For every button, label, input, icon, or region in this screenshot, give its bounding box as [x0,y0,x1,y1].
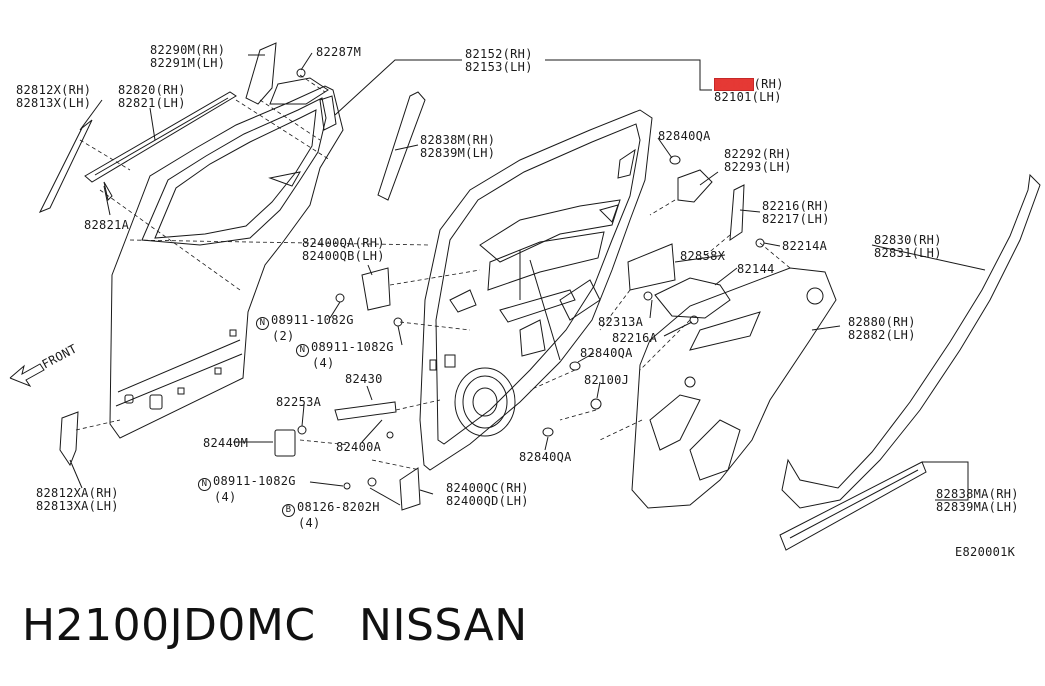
label-82100: 82100(RH) 82101(LH) [714,78,784,104]
bolt-1-qty: (2) [272,329,295,343]
bolt-2-symbol: N [296,344,309,357]
bolt-4-qty: (4) [298,516,321,530]
bolt-2-qty: (4) [312,356,335,370]
label-82838m-lh: 82839M(LH) [420,146,496,160]
label-82400qc-rh: 82400QC(RH) [446,481,529,495]
diagram-drawing [0,0,1045,590]
label-82313a: 82313A [598,315,644,329]
label-82812x: 82812X(RH) 82813X(LH) [16,84,91,110]
label-82430: 82430 [345,372,383,386]
parts-diagram: 82290M(RH) 82291M(LH) 82287M 82812X(RH) … [0,0,1045,590]
door-outer-panel [110,86,343,438]
label-82152: 82152(RH) 82153(LH) [465,48,533,74]
label-82840qa-top: 82840QA [658,129,711,143]
label-82216-lh: 82217(LH) [762,212,830,226]
label-82400qc: 82400QC(RH) 82400QD(LH) [446,482,529,508]
label-82292-rh: 82292(RH) [724,147,792,161]
door-inner-frame [420,110,652,470]
leader-lines [70,53,985,505]
label-82216a: 82216A [612,331,658,345]
label-82820-rh: 82820(RH) [118,83,186,97]
label-82292: 82292(RH) 82293(LH) [724,148,792,174]
bolt-4-number: 08126-8202H [297,500,380,514]
label-82152-rh: 82152(RH) [465,47,533,61]
label-82838ma: 82838MA(RH) 82839MA(LH) [936,488,1019,514]
label-82400qd-lh: 82400QD(LH) [446,494,529,508]
label-82830-lh: 82831(LH) [874,246,942,260]
label-82290m-rh: 82290M(RH) [150,43,226,57]
label-82858x: 82858X [680,249,726,263]
label-82216: 82216(RH) 82217(LH) [762,200,830,226]
label-82838ma-rh: 82838MA(RH) [936,487,1019,501]
belt-moulding [40,92,236,212]
label-82216-rh: 82216(RH) [762,199,830,213]
weatherstrip [782,175,1040,508]
label-82839ma-lh: 82839MA(LH) [936,500,1019,514]
label-82400qa-rh: 82400QA(RH) [302,236,385,250]
label-82838m: 82838M(RH) 82839M(LH) [420,134,495,160]
bolt-4-symbol: B [282,504,295,517]
label-82840qa-low: 82840QA [519,450,572,464]
glass-run-channel [378,92,425,200]
bolt-2-number: 08911-1082G [311,340,394,354]
label-82214a: 82214A [782,239,828,253]
label-82820: 82820(RH) 82821(LH) [118,84,186,110]
label-82290m: 82290M(RH) 82291M(LH) [150,44,225,70]
label-82440m: 82440M [203,436,249,450]
label-82292-lh: 82293(LH) [724,160,792,174]
bolt-3-number: 08911-1082G [213,474,296,488]
door-trim-panel [632,268,836,508]
sill-moulding [780,462,926,550]
label-82880: 82880(RH) 82882(LH) [848,316,916,342]
label-82290m-lh: 82291M(LH) [150,56,226,70]
bolt-1-symbol: N [256,317,269,330]
label-82812x-rh: 82812X(RH) [16,83,92,97]
diagram-reference-code: E820001K [955,545,1016,559]
pillar-garnish [246,43,328,104]
label-82144: 82144 [737,262,775,276]
bolt-3-qty: (4) [214,490,237,504]
front-arrow [10,364,44,386]
label-82253a: 82253A [276,395,322,409]
label-82400qb-lh: 82400QB(LH) [302,249,385,263]
misc-parts [275,156,764,510]
label-82152-lh: 82153(LH) [465,60,533,74]
bolt-3-symbol: N [198,478,211,491]
label-82820-lh: 82821(LH) [118,96,186,110]
label-82840qa-mid: 82840QA [580,346,633,360]
label-82821a: 82821A [84,218,130,232]
label-82101-lh: 82101(LH) [714,90,782,104]
label-82100-suffix: (RH) [753,77,784,91]
label-82400a: 82400A [336,440,382,454]
label-82812xa: 82812XA(RH) 82813XA(LH) [36,487,119,513]
label-82812x-lh: 82813X(LH) [16,96,92,110]
label-82100j: 82100J [584,373,630,387]
label-82287m: 82287M [316,45,362,59]
label-82812xa-rh: 82812XA(RH) [36,486,119,500]
label-82400qa: 82400QA(RH) 82400QB(LH) [302,237,385,263]
lower-garnish [60,412,78,465]
label-82813xa-lh: 82813XA(LH) [36,499,119,513]
bolt-1-number: 08911-1082G [271,313,354,327]
label-82830: 82830(RH) 82831(LH) [874,234,942,260]
label-82830-rh: 82830(RH) [874,233,942,247]
highlighted-part-number: 82100 [714,77,754,91]
label-82880-rh: 82880(RH) [848,315,916,329]
label-82882-lh: 82882(LH) [848,328,916,342]
part-number-caption: H2100JD0MC NISSAN [22,600,528,651]
label-82838m-rh: 82838M(RH) [420,133,496,147]
